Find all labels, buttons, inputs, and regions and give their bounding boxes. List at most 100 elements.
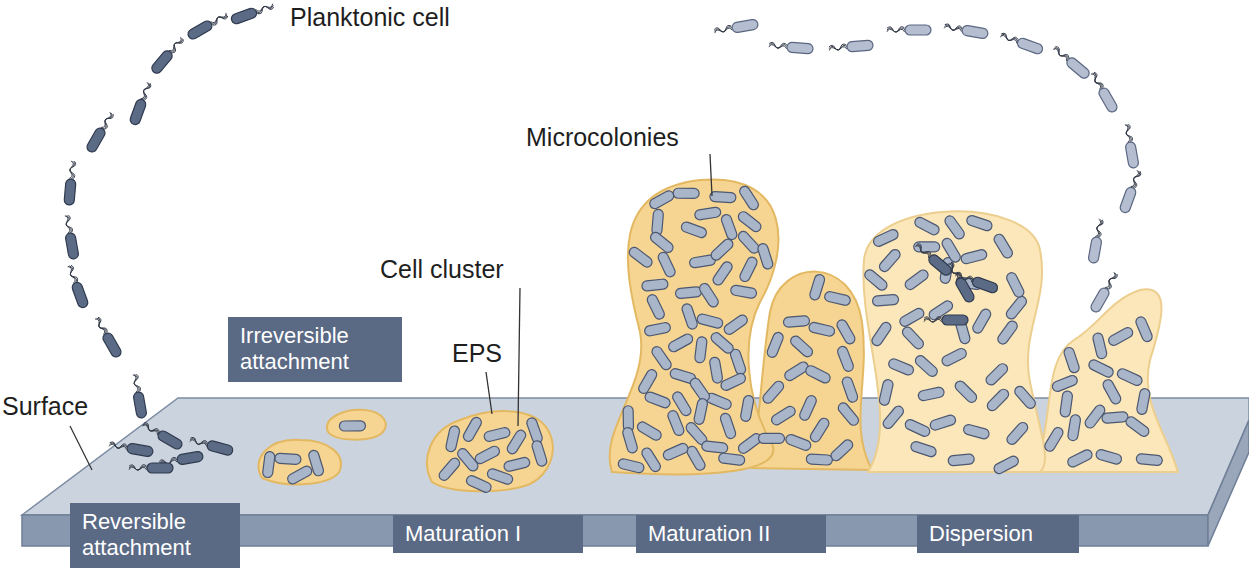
bacterium-body	[809, 273, 826, 301]
bacterium	[1087, 358, 1115, 379]
bacterium-body	[913, 354, 939, 379]
bacterium	[108, 440, 153, 458]
bacterium-body	[648, 189, 676, 211]
bacterium-body	[736, 210, 763, 234]
bacterium	[694, 207, 721, 221]
flagellum	[944, 26, 962, 31]
bacterium	[1066, 448, 1094, 469]
bacterium	[917, 386, 944, 401]
bacterium	[1051, 44, 1091, 80]
bacterium-body	[1088, 236, 1102, 263]
bacterium	[806, 454, 833, 466]
bacterium-body	[913, 216, 941, 237]
bacterium	[945, 260, 976, 303]
flagellum	[129, 464, 147, 472]
bacterium	[836, 401, 860, 427]
bacterium-body	[1060, 390, 1074, 417]
bacterium	[887, 25, 931, 35]
part-label: Cell cluster	[380, 256, 504, 284]
bacterium	[910, 440, 938, 458]
part-label: Planktonic cell	[290, 4, 450, 32]
bacterium-body	[1005, 420, 1030, 446]
bacterium	[913, 354, 939, 379]
bacterium-body	[904, 418, 932, 438]
bacterium-body	[940, 347, 968, 368]
flagellum	[1054, 45, 1068, 62]
bacterium	[286, 464, 314, 485]
bacterium	[473, 445, 501, 466]
bacterium	[900, 325, 925, 351]
bacterium	[1005, 271, 1026, 299]
flagellum	[1104, 273, 1119, 289]
bacterium	[804, 364, 832, 385]
bacterium	[275, 453, 302, 465]
bacterium-body	[736, 229, 761, 255]
flagellum	[129, 466, 147, 470]
bacterium	[999, 31, 1044, 56]
flagellum	[256, 2, 273, 15]
leader-line	[710, 154, 712, 196]
bacterium	[657, 251, 677, 279]
bacterium-body	[1043, 426, 1065, 453]
flagellum	[887, 26, 905, 34]
bacterium-body	[809, 416, 831, 443]
bacterium-body	[681, 303, 699, 331]
bacterium-body	[1063, 346, 1081, 374]
bacterium	[462, 416, 484, 444]
bacterium-body	[650, 345, 673, 372]
bacterium	[836, 345, 855, 373]
bacterium	[877, 247, 902, 273]
flagellum	[109, 441, 127, 451]
bacterium	[924, 315, 968, 325]
bacterium-body	[942, 315, 968, 325]
bacterium	[1004, 294, 1028, 321]
bacterium-body	[1116, 367, 1144, 387]
flagellum	[66, 265, 79, 282]
bacterium	[636, 420, 663, 442]
bacterium	[646, 293, 666, 321]
bacterium-body	[709, 237, 735, 262]
bacterium-body	[847, 40, 874, 52]
bacterium-body	[637, 368, 659, 396]
flagellum	[916, 242, 930, 259]
flagellum	[948, 262, 960, 280]
bacterium	[662, 442, 690, 462]
stage-label-box: Reversible attachment	[70, 503, 240, 568]
bacterium-body	[836, 345, 855, 373]
bacterium	[828, 40, 873, 54]
bacterium	[644, 322, 671, 337]
bacterium	[784, 433, 812, 452]
bacterium	[761, 379, 786, 405]
bacterium-body	[662, 442, 690, 462]
bacterium-body	[738, 184, 761, 211]
flagellum	[139, 82, 152, 99]
bacterium-body	[85, 126, 107, 154]
bacterium-body	[960, 249, 988, 265]
bacterium	[960, 249, 988, 265]
bacterium-body	[948, 454, 975, 466]
bacterium-body	[1066, 448, 1094, 469]
bacterium	[129, 463, 173, 473]
bacterium-body	[709, 331, 735, 356]
bacterium-body	[835, 318, 857, 346]
part-label: EPS	[452, 340, 502, 368]
bacterium	[768, 40, 813, 54]
bacterium	[1060, 390, 1074, 417]
bacterium	[835, 318, 857, 346]
bacterium	[503, 456, 531, 472]
bacterium	[1124, 415, 1151, 439]
bacterium-body	[486, 467, 514, 485]
bacterium-body	[770, 404, 797, 426]
bacterium	[913, 241, 953, 277]
flagellum	[95, 317, 107, 335]
bacterium	[719, 372, 747, 392]
bacterium-body	[186, 19, 214, 41]
bacterium	[1088, 218, 1106, 263]
bacterium-body	[694, 207, 721, 221]
bacterium	[650, 345, 673, 372]
bacterium-body	[719, 412, 737, 440]
bacterium-body	[641, 279, 668, 292]
bacterium-body	[675, 287, 702, 299]
eps-blob	[752, 272, 872, 470]
bacterium-body	[927, 253, 953, 277]
